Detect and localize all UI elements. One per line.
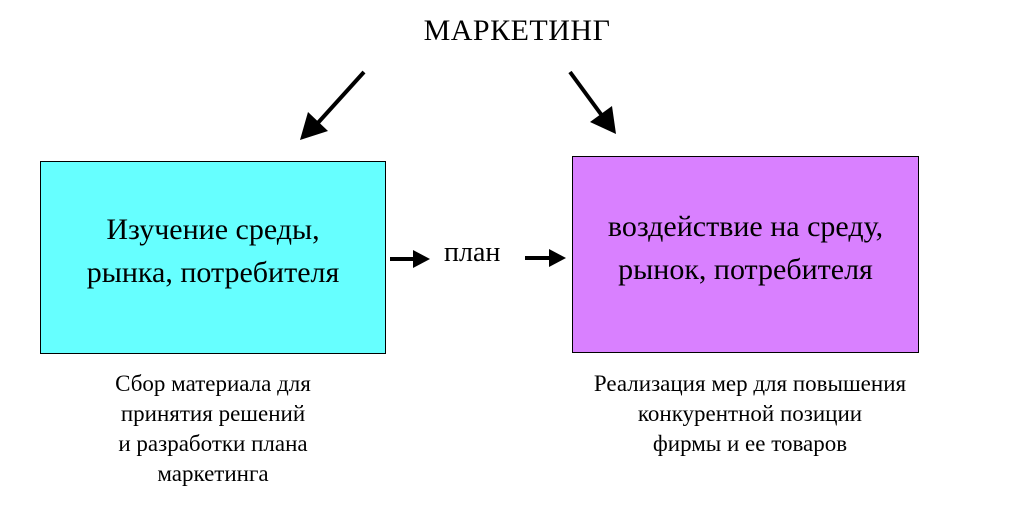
plan-label: план — [444, 237, 501, 268]
diagram-title: МАРКЕТИНГ — [423, 14, 611, 47]
arrow-left-box-to-plan — [390, 250, 430, 268]
environment-impact-text: воздействие на среду, рынок, потребителя — [607, 209, 884, 286]
arrow-title-to-right-box — [568, 70, 616, 134]
environment-impact-box: воздействие на среду, рынок, потребителя — [572, 156, 919, 353]
arrow-plan-to-right-box — [525, 249, 566, 267]
right-caption: Реализация мер для повышения конкурентно… — [593, 371, 907, 456]
environment-study-box: Изучение среды, рынка, потребителя — [40, 161, 386, 354]
environment-study-text: Изучение среды, рынка, потребителя — [86, 212, 340, 289]
arrow-title-to-left-box — [300, 70, 366, 140]
left-caption: Сбор материала для принятия решений и ра… — [115, 371, 311, 486]
